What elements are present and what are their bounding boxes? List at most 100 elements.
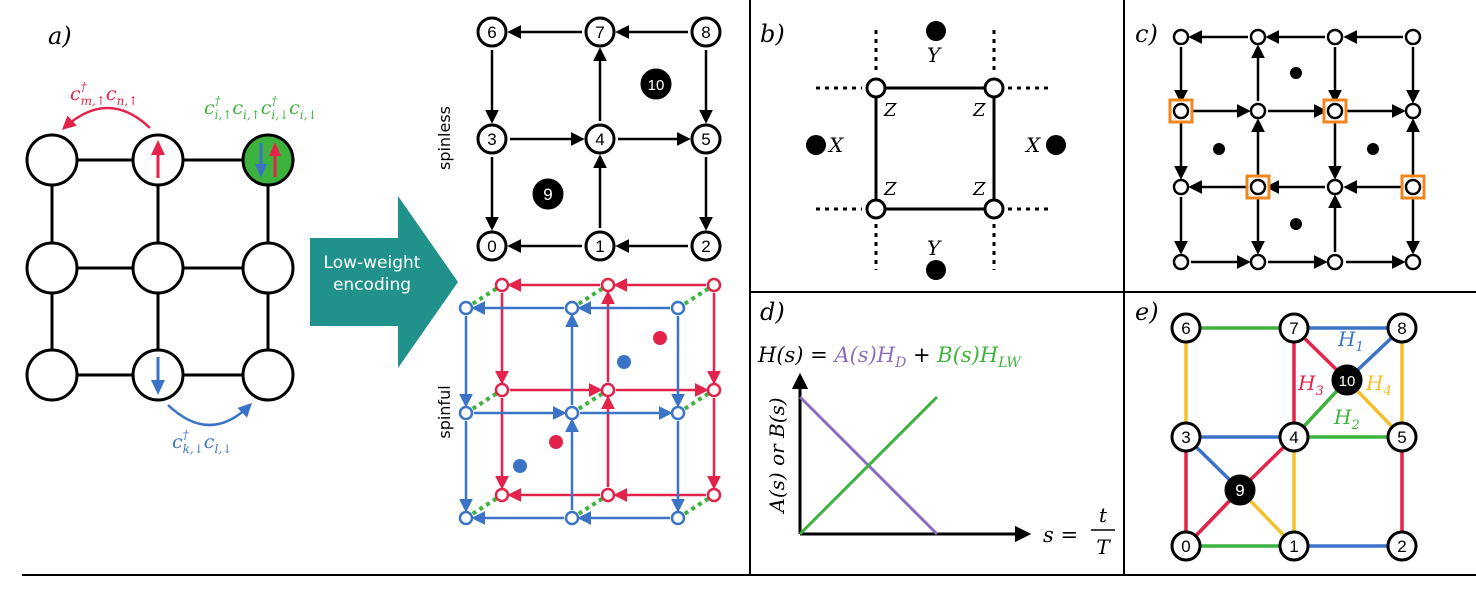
anneal-schedule-axes [791,372,1032,543]
schedule-x-den: T [1096,535,1111,559]
schedule-x-num: t [1099,503,1108,527]
graph-node [1224,474,1256,506]
graph-node [1278,421,1310,453]
graph-node-label: 9 [1235,481,1244,500]
encoding-arrow-label-2: encoding [333,275,411,295]
hop-up-operator: c†m,↑cn,↑ [70,80,138,108]
schedule-y-label: A(s) or B(s) [765,397,789,514]
hopping-arc-down [167,403,252,427]
lattice-site-doubly-occupied [241,133,295,187]
graph-node [640,68,672,100]
hopping-arc-up [61,106,151,130]
graph-node [1386,421,1418,453]
graph-node [690,123,722,155]
graph-node-label: 5 [701,130,710,149]
label-y-top: Y [927,43,942,67]
face-qubit-blue [513,459,527,473]
graph-node-label: 2 [701,237,710,256]
graph-node [1170,312,1202,344]
panel-label-c: c) [1135,20,1158,48]
panel-dividers [22,0,1476,576]
graph-node [690,230,722,262]
graph-node [1278,312,1310,344]
graph-node-label: 10 [648,77,665,94]
ancilla-x-right [1046,135,1066,155]
hubbard-lattice [25,106,295,427]
graph-node-label: 3 [487,130,496,149]
schedule-b-line [798,395,939,536]
graph-node-label: 7 [595,23,604,42]
face-qubit-blue [617,355,631,369]
spin-down-arrow [255,143,267,178]
graph-node-label: 7 [1289,319,1298,338]
graph-node [476,123,508,155]
graph-node [532,178,564,210]
label-z-tr: Z [972,100,986,121]
ancilla-y-bottom [926,260,946,280]
graph-node-label: 8 [701,23,710,42]
graph-node-label: 6 [1181,319,1190,338]
graph-node [476,16,508,48]
graph-node-label: 2 [1397,537,1406,556]
label-z-br: Z [972,179,986,200]
h1-label: H1 [1337,327,1364,355]
graph-node [584,230,616,262]
graph-node-label: 8 [1397,319,1406,338]
ancilla-x-left [806,135,826,155]
stabilizer-diagram [806,21,1066,280]
lattice-site [25,348,79,402]
graph-node-label: 10 [1339,373,1356,390]
panel-label-e: e) [1135,298,1159,326]
interaction-operator: c†i,↑ci,↑c†i,↓ci,↓ [204,94,318,122]
panel-label-a: a) [48,22,72,50]
spin-up-arrow [151,140,165,178]
hamiltonian-equation: H(s) = A(s)HD + B(s)HLW [757,343,1022,371]
label-y-bottom: Y [927,236,942,260]
graph-node [1331,364,1363,396]
spin-up-arrow [269,142,281,177]
label-x-left: X [827,133,844,157]
lattice-site [131,241,185,295]
panel-label-d: d) [760,298,785,326]
graph-node-label: 4 [1289,428,1298,447]
face-qubit-red [549,435,563,449]
spinless-label: spinless [435,106,454,170]
encoding-arrow: Low-weight encoding [310,196,458,368]
face-qubit-red [653,331,667,345]
graph-node [584,16,616,48]
graph-node [476,230,508,262]
spinful-label: spinful [435,385,454,438]
graph-node-label: 6 [487,23,496,42]
graph-node-label: 3 [1181,428,1190,447]
spinful-nodes [458,277,722,526]
spin-down-arrow [151,357,165,395]
lattice-site [241,241,295,295]
hop-down-operator: c†k,↓cl,↓ [172,428,232,456]
spinless-edges [485,25,713,253]
lattice-site [25,133,79,187]
h2-label: H2 [1333,405,1360,433]
lattice-site [241,348,295,402]
graph-node [1386,530,1418,562]
graph-node [1170,530,1202,562]
graph-node-label: 4 [595,130,604,149]
spinful-edges [459,278,721,525]
schedule-x-label: s = [1043,523,1078,547]
label-z-bl: Z [883,179,897,200]
graph-node-label: 1 [1289,537,1298,556]
h4-label: H4 [1365,371,1392,399]
graph-node-label: 9 [543,185,552,204]
graph-node [1278,530,1310,562]
graph-node-label: 1 [595,237,604,256]
graph-node-label: 5 [1397,428,1406,447]
lattice-site [25,241,79,295]
compact-encoding-lattice [1168,28,1426,271]
graph-node [1170,421,1202,453]
graph-node [690,16,722,48]
label-z-tl: Z [883,100,897,121]
h3-label: H3 [1297,371,1324,399]
graph-node [584,123,616,155]
graph-node [1386,312,1418,344]
